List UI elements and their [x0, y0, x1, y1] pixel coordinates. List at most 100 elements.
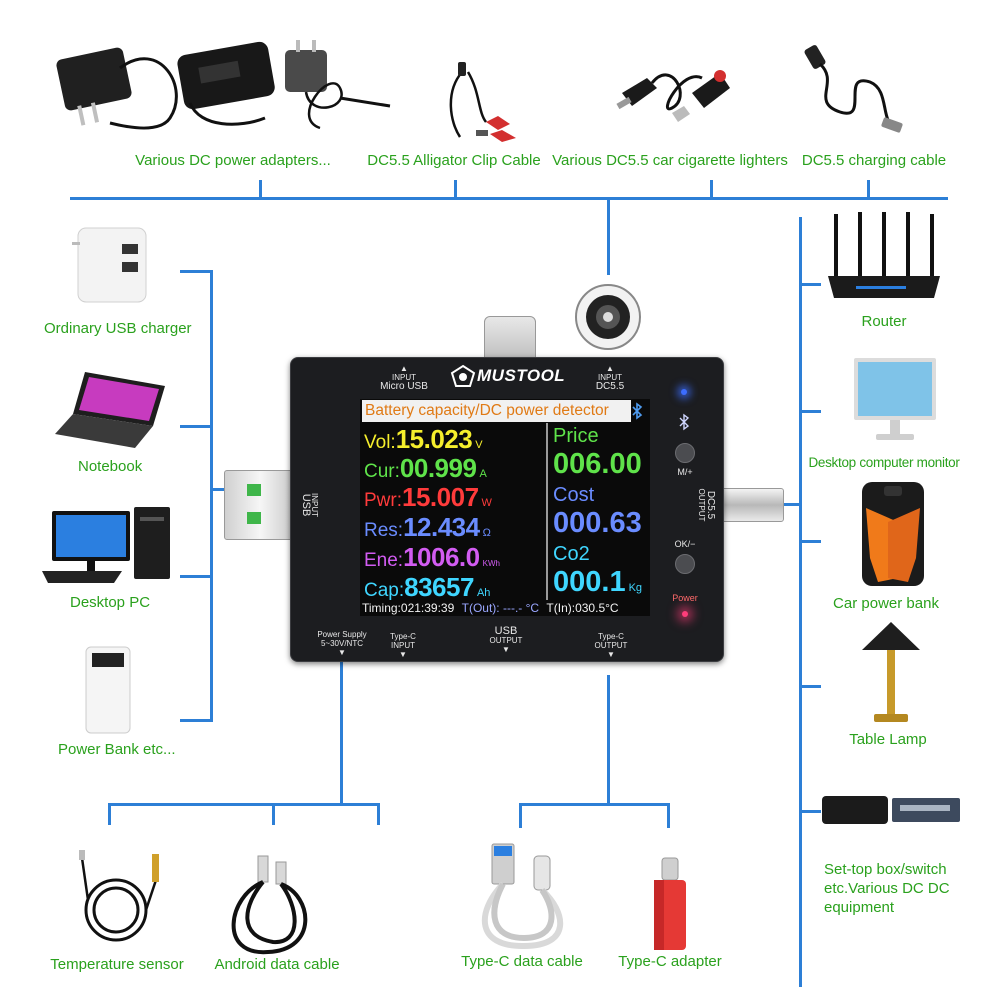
desktop-monitor-image [854, 358, 936, 440]
mustool-logo-icon [450, 364, 476, 387]
label-desktop-monitor: Desktop computer monitor [808, 455, 960, 470]
screen-status-line: Timing:021:39:39 T(Out): ---.- °C T(In):… [362, 601, 619, 615]
right-tick-4 [799, 685, 821, 688]
label-router: Router [861, 313, 907, 330]
bottom-right-tick-2 [667, 803, 670, 828]
dc55-output-plug [720, 488, 784, 522]
right-tick-5 [799, 810, 821, 813]
price-label: Price [553, 425, 599, 447]
right-to-device [778, 503, 800, 506]
m-plus-button[interactable] [675, 443, 695, 463]
label-typec-data-cable: Type-C data cable [461, 953, 583, 970]
top-drop-3 [710, 180, 713, 198]
power-bank-image [85, 646, 131, 734]
label-car-power-bank: Car power bank [833, 595, 939, 612]
dc55-input-jack [575, 284, 641, 350]
typec-port-top [484, 316, 536, 362]
label-notebook: Notebook [78, 458, 143, 475]
left-bracket-line [210, 270, 213, 722]
bottom-left-bar [108, 803, 379, 806]
alligator-clip-cable-image [449, 62, 516, 142]
usb-plug-contact-1 [247, 484, 261, 496]
label-alligator-clip-cable: DC5.5 Alligator Clip Cable [367, 152, 541, 169]
android-data-cable-image [231, 855, 308, 955]
settop-box-image [822, 796, 960, 824]
bottom-left-tick-1 [108, 803, 111, 825]
usb-plug-contact-2 [247, 512, 261, 524]
label-dc-power-adapters: Various DC power adapters... [135, 152, 331, 169]
label-usb-charger: Ordinary USB charger [44, 320, 192, 337]
usb-input-plug [224, 470, 296, 540]
lcd-screen [360, 399, 650, 616]
top-drop-4 [867, 180, 870, 198]
typec-adapter-image [654, 857, 686, 950]
screen-title: Battery capacity/DC power detector [362, 400, 631, 422]
desktop-pc-image [42, 507, 170, 583]
bottom-left-drop [340, 662, 343, 804]
top-drop-1 [259, 180, 262, 198]
router-image [828, 212, 940, 298]
bottom-right-drop [607, 675, 610, 805]
temperature-sensor-image [79, 850, 159, 942]
device-bluetooth-icon [679, 413, 690, 431]
left-tick-3 [180, 575, 212, 578]
typec-data-cable-image [481, 843, 564, 950]
left-tick-4 [180, 719, 212, 722]
right-bracket-line [799, 217, 802, 987]
m-plus-button-label: M/+ [677, 467, 693, 477]
bluetooth-icon [632, 402, 643, 420]
dc55-charging-cable-image [804, 45, 903, 133]
screen-divider [546, 423, 548, 600]
top-bus-line [70, 197, 948, 200]
bottom-left-tick-3 [377, 803, 380, 825]
bottom-left-tick-2 [272, 803, 275, 825]
dc-power-adapters-image [56, 40, 391, 130]
label-dc55-charging-cable: DC5.5 charging cable [801, 152, 947, 169]
bottom-right-tick-1 [519, 803, 522, 828]
ok-minus-button[interactable] [675, 554, 695, 574]
cost-label: Cost [553, 484, 595, 506]
ok-minus-button-label: OK/− [674, 539, 696, 549]
right-tick-2 [799, 410, 821, 413]
power-led[interactable] [682, 611, 688, 617]
car-power-bank-image [862, 482, 924, 586]
top-to-device [607, 197, 610, 275]
label-desktop-pc: Desktop PC [70, 594, 151, 611]
cost-value: 000.63 [553, 507, 642, 539]
label-settop-box: Set-top box/switch etc.Various DC DC equ… [824, 861, 950, 916]
table-lamp-image [862, 622, 920, 722]
label-typec-adapter: Type-C adapter [618, 953, 722, 970]
right-tick-1 [799, 283, 821, 286]
left-to-device [210, 488, 224, 491]
label-power-bank: Power Bank etc... [58, 741, 176, 758]
label-table-lamp: Table Lamp [849, 731, 927, 748]
notebook-image [55, 372, 165, 448]
bottom-right-bar [519, 803, 670, 806]
bluetooth-led [681, 389, 687, 395]
left-tick-2 [180, 425, 212, 428]
price-value: 006.00 [553, 448, 642, 480]
label-android-data-cable: Android data cable [214, 956, 340, 973]
co2-label: Co2 [553, 543, 590, 565]
label-temperature-sensor: Temperature sensor [50, 956, 184, 973]
label-car-cigarette-lighter: Various DC5.5 car cigarette lighters [552, 152, 788, 169]
left-tick-1 [180, 270, 212, 273]
device-brand: MUSTOOL [477, 366, 566, 385]
power-button-label: Power [672, 593, 698, 603]
right-tick-3 [799, 540, 821, 543]
